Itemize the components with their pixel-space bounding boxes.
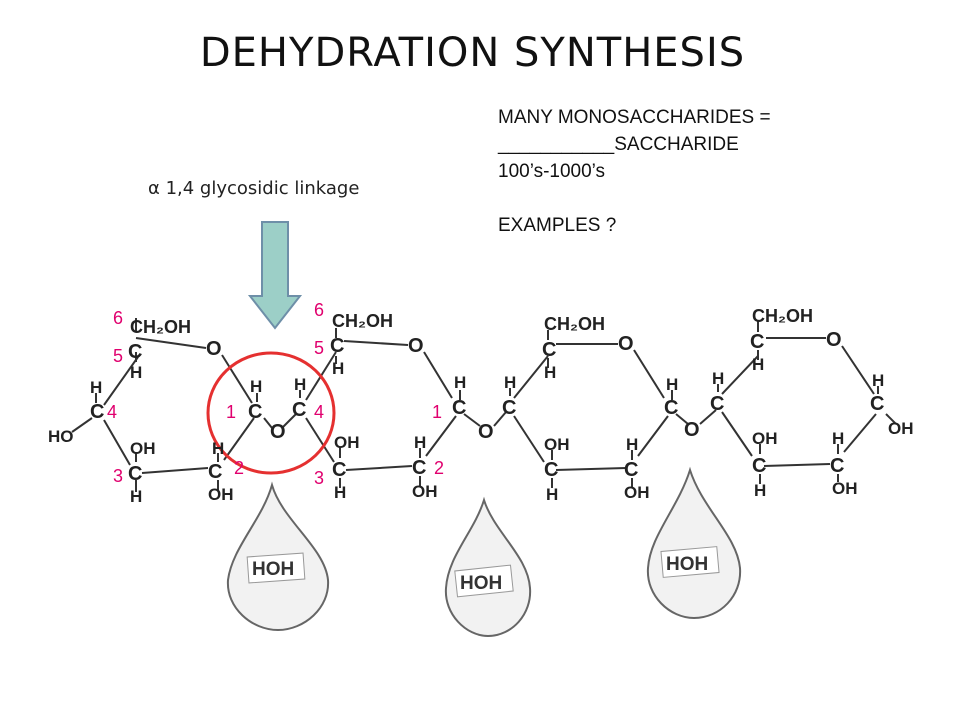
atom-label: C — [292, 399, 306, 421]
atom-label: H — [754, 481, 766, 500]
carbon-number: 4 — [314, 402, 324, 422]
water-label: HOH — [252, 559, 294, 580]
carbon-number: 3 — [113, 466, 123, 486]
info-line: EXAMPLES ? — [498, 215, 617, 236]
atom-label: C — [542, 339, 556, 361]
down-arrow-icon — [247, 221, 303, 330]
atom-label: C — [248, 401, 262, 423]
atom-label: OH — [888, 419, 914, 438]
atom-label: H — [666, 375, 678, 394]
atom-label: HO — [48, 427, 74, 446]
atom-label: C — [544, 459, 558, 481]
atom-label: H — [872, 371, 884, 390]
atom-label: CH₂OH — [332, 311, 393, 331]
atom-label: O — [618, 333, 634, 355]
atom-label: C — [452, 397, 466, 419]
carbon-number: 6 — [314, 300, 324, 320]
slide-title: DEHYDRATION SYNTHESIS — [199, 30, 746, 76]
atom-label: H — [752, 355, 764, 374]
linkage-highlight-circle — [206, 351, 336, 475]
atom-label: CH₂OH — [130, 317, 191, 337]
atom-label: C — [624, 459, 638, 481]
atom-label: H — [414, 433, 426, 452]
atom-label: OH — [544, 435, 570, 454]
atom-label: H — [626, 435, 638, 454]
atom-label: OH — [130, 439, 156, 458]
atom-label: OH — [624, 483, 650, 502]
atom-label: C — [208, 461, 222, 483]
carbon-numbers-ring-2: 6 5 4 1 2 3 — [314, 300, 444, 488]
carbon-number: 4 — [107, 402, 117, 422]
atom-label: H — [544, 363, 556, 382]
atom-label: C — [412, 457, 426, 479]
water-label: HOH — [460, 573, 502, 594]
atom-label: OH — [334, 433, 360, 452]
carbon-number: 6 — [113, 308, 123, 328]
atom-label: CH₂OH — [752, 306, 813, 326]
atom-label: C — [128, 463, 142, 485]
atom-label: H — [90, 378, 102, 397]
water-droplet — [646, 466, 742, 620]
info-line: 100’s-1000’s — [498, 161, 606, 182]
atom-label: H — [504, 373, 516, 392]
atom-label: C — [752, 455, 766, 477]
atom-label: C — [664, 397, 678, 419]
atom-label: C — [870, 393, 884, 415]
atom-label: C — [332, 459, 346, 481]
atom-label: OH — [412, 482, 438, 501]
carbon-number: 3 — [314, 468, 324, 488]
atom-label: H — [130, 363, 142, 382]
atom-label: C — [750, 331, 764, 353]
atom-label: H — [832, 429, 844, 448]
atom-label: OH — [752, 429, 778, 448]
glycosidic-oxygen: O — [478, 421, 494, 443]
atom-label: O — [206, 338, 222, 360]
carbon-number: 5 — [314, 338, 324, 358]
atom-label: C — [330, 335, 344, 357]
water-label: HOH — [666, 554, 708, 575]
atom-label: H — [332, 359, 344, 378]
info-line: MANY MONOSACCHARIDES = — [498, 107, 771, 128]
atom-label: O — [826, 329, 842, 351]
glucose-ring-1: CH₂OH C H O H C HO OH C H H C OH H C — [48, 317, 262, 506]
carbon-number: 2 — [234, 458, 244, 478]
atom-label: H — [294, 375, 306, 394]
atom-label: H — [130, 487, 142, 506]
atom-label: H — [334, 483, 346, 502]
atom-label: H — [454, 373, 466, 392]
polysaccharide-info: MANY MONOSACCHARIDES = ___________SACCHA… — [498, 104, 771, 239]
info-line: ___________SACCHARIDE — [498, 134, 739, 155]
carbon-number: 2 — [434, 458, 444, 478]
bonds — [71, 318, 897, 492]
atom-label: C — [502, 397, 516, 419]
atom-label: H — [212, 439, 224, 458]
atom-label: OH — [208, 485, 234, 504]
carbon-numbers-ring-1: 6 5 4 1 2 3 — [107, 308, 244, 486]
atom-label: H — [712, 369, 724, 388]
water-droplets: HOH HOH HOH — [226, 466, 742, 638]
linkage-label: α 1,4 glycosidic linkage — [148, 178, 360, 199]
glucose-ring-2: CH₂OH C H O H C OH C H H C OH H C — [292, 311, 466, 502]
carbon-number: 5 — [113, 346, 123, 366]
atom-label: H — [546, 485, 558, 504]
glucose-ring-4: CH₂OH C H O H C OH C H H C OH H C OH — [710, 306, 914, 500]
atom-label: OH — [832, 479, 858, 498]
atom-label: C — [710, 393, 724, 415]
carbon-number: 1 — [432, 402, 442, 422]
glucose-ring-3: CH₂OH C H O H C OH C H H C OH H C — [502, 314, 678, 504]
atom-label: C — [830, 455, 844, 477]
atom-label: CH₂OH — [544, 314, 605, 334]
atom-label: O — [408, 335, 424, 357]
atom-label: C — [90, 401, 104, 423]
glycosidic-oxygen: O — [684, 419, 700, 441]
carbon-number: 1 — [226, 402, 236, 422]
glycosidic-oxygen: O — [270, 421, 286, 443]
atom-label: H — [250, 377, 262, 396]
atom-label: C — [128, 341, 142, 363]
